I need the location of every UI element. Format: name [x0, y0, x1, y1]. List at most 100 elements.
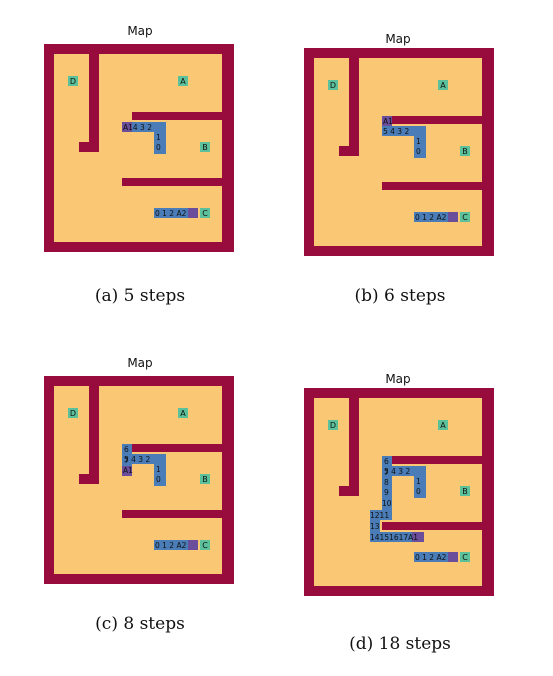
grid-map-b: D A B C A1 5 4 3 2 1 0 0 1 2 A2	[304, 48, 494, 256]
map-cell	[79, 474, 99, 484]
goal-c-label: C	[202, 209, 208, 218]
agent-cell	[122, 122, 132, 132]
map-title-b: Map	[385, 32, 411, 46]
map-cell-label: 1211	[370, 511, 389, 520]
map-cell-label: 9	[384, 488, 389, 497]
map-cell	[200, 540, 210, 550]
map-cell	[448, 552, 458, 562]
map-cell-label: D	[330, 421, 336, 430]
map-cell-label: 1	[156, 465, 161, 474]
step-label-bottom: 0 1 2 A2	[155, 209, 187, 218]
goal-d	[68, 76, 78, 86]
map-cell-label: 14151617A1	[370, 533, 418, 542]
map-cell-label: 6	[384, 457, 389, 466]
wall-vertical	[89, 54, 99, 152]
map-cell	[382, 456, 392, 512]
map-cell-label: D	[70, 409, 76, 418]
map-cell	[382, 466, 426, 476]
map-cell	[339, 146, 359, 156]
map-cell-label: A	[440, 81, 446, 90]
wall-hook	[79, 142, 99, 152]
grid-map-d: D A B C 6 5 4 3 2 7 8 1 0 9 10 1211 13 1…	[304, 388, 494, 596]
map-cell	[200, 474, 210, 484]
agent-cell-2	[188, 208, 198, 218]
goal-d-label: D	[70, 77, 76, 86]
map-cell	[154, 454, 166, 486]
goal-b	[200, 142, 210, 152]
map-cell	[382, 116, 392, 126]
map-cell	[154, 540, 198, 550]
map-cell	[460, 212, 470, 222]
map-cell-label: 7	[384, 468, 389, 477]
step-label-row3: 0	[156, 143, 161, 152]
caption-a: (a) 5 steps	[94, 286, 186, 306]
step-label-row2: 1	[156, 133, 161, 142]
map-cell-label: C	[462, 553, 468, 562]
goal-a-label: A	[180, 77, 186, 86]
map-cell	[448, 212, 458, 222]
map-cell-label: 0 1 2 A2	[415, 553, 447, 562]
map-cell	[438, 420, 448, 430]
map-cell-label: 6	[124, 445, 129, 454]
agent-path-row	[122, 122, 166, 132]
map-cell	[460, 146, 470, 156]
map-cell	[122, 466, 132, 476]
map-cell-label: B	[462, 147, 468, 156]
map-cell	[460, 552, 470, 562]
map-cell-label: 0 1 2 A2	[155, 541, 187, 550]
map-cell-label: D	[330, 81, 336, 90]
map-cell	[370, 510, 380, 542]
map-cell	[328, 80, 338, 90]
goal-c	[200, 208, 210, 218]
map-cell	[414, 126, 426, 158]
grid-map-a: D A B C A14 3 2 1 0 0 1 2 A2	[44, 44, 234, 252]
wall-upper	[132, 112, 222, 120]
map-cell-label: 1	[416, 137, 421, 146]
caption-c: (c) 8 steps	[95, 614, 185, 634]
map-cell	[349, 398, 359, 496]
map-cell	[392, 456, 482, 464]
map-cell	[178, 408, 188, 418]
map-cell-label: B	[462, 487, 468, 496]
map-cell-label: A1	[123, 466, 133, 475]
map-cell-label: B	[202, 475, 208, 484]
map-title-a: Map	[127, 24, 153, 38]
map-cell	[339, 486, 359, 496]
map-cell-label: 5 4 3 2	[383, 127, 409, 136]
map-cell-label: 10	[382, 499, 392, 508]
map-cell-label: 5 4 3 2	[384, 467, 410, 476]
map-cell	[414, 466, 426, 498]
map-cell-label: 0 1 2 A2	[415, 213, 447, 222]
map-cell	[382, 522, 482, 530]
map-cell	[89, 386, 99, 484]
map-cell-label: 13	[370, 522, 380, 531]
agent-path-bottom	[154, 208, 198, 218]
map-cell	[414, 212, 458, 222]
map-cell-label: C	[202, 541, 208, 550]
map-cell	[370, 510, 392, 520]
goal-a	[178, 76, 188, 86]
map-cell	[382, 182, 482, 190]
map-cell	[188, 540, 198, 550]
agent-path-col	[154, 122, 166, 154]
map-cell-label: 1	[416, 477, 421, 486]
caption-d: (d) 18 steps	[349, 634, 451, 654]
map-cell-label: C	[462, 213, 468, 222]
map-cell-label: A1	[383, 117, 393, 126]
map-cell-label: 8	[384, 478, 389, 487]
map-cell	[392, 116, 482, 124]
map-cell	[132, 444, 222, 452]
caption-b: (b) 6 steps	[354, 286, 446, 306]
map-cell-label: A	[440, 421, 446, 430]
goal-b-label: B	[202, 143, 208, 152]
grid-map-c: D A B C 6 5 4 3 2 7 A1 1 0 0 1 2 A2	[44, 376, 234, 584]
map-title-c: Map	[127, 356, 153, 370]
map-cell	[349, 58, 359, 156]
map-cell-label: 0	[156, 475, 161, 484]
wall-lower	[122, 178, 222, 186]
map-cell-label: 7	[124, 456, 129, 465]
map-cell-label: A	[180, 409, 186, 418]
map-cell-label: 0	[416, 147, 421, 156]
map-title-d: Map	[385, 372, 411, 386]
map-cell	[412, 532, 424, 542]
